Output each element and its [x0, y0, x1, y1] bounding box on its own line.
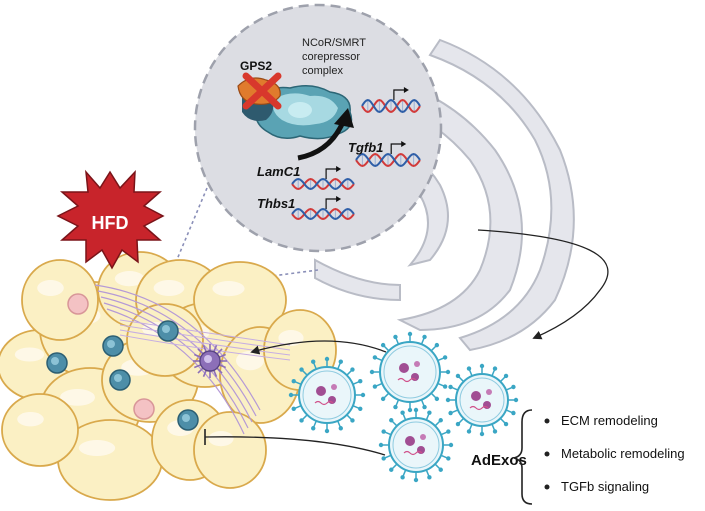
exosome-cluster — [288, 331, 519, 483]
macrophage-cell — [193, 344, 227, 378]
adipocyte-highlight — [114, 271, 145, 287]
effect-metabolic-remodeling: Metabolic remodeling — [561, 446, 685, 461]
adipocyte-cell — [21, 259, 99, 341]
effect-tgfb-signaling: TGFb signaling — [561, 479, 649, 494]
exosome-rna — [314, 400, 334, 406]
adipocyte-highlight — [37, 280, 64, 296]
exosome-rna — [403, 450, 423, 456]
ecm-fiber — [119, 334, 291, 361]
hfd-label: HFD — [92, 213, 129, 233]
dna-helix-tgfb1 — [355, 141, 421, 168]
adipocyte-highlight — [208, 431, 234, 447]
transcription-arrow-icon — [325, 168, 339, 179]
corepressor-complex — [242, 85, 353, 140]
secretion-arrow — [477, 229, 609, 340]
activation-arrow — [297, 120, 346, 161]
gene-label-thbs1: Thbs1 — [257, 196, 295, 211]
effect-ecm-remodeling: ECM remodeling — [561, 413, 658, 428]
ecm-fiber — [119, 324, 291, 351]
adipose-tissue — [0, 251, 337, 501]
hfd-starburst — [56, 169, 165, 270]
dna-helix-thbs1 — [291, 196, 355, 221]
ecm-fiber — [94, 284, 261, 411]
exosome-cargo — [471, 391, 481, 401]
exosome — [378, 407, 454, 483]
exosome — [445, 363, 519, 437]
transcription-arrow-icon — [390, 143, 404, 154]
adipocyte-highlight — [212, 281, 245, 297]
exosome-cargo — [486, 389, 492, 395]
exosome-cargo — [414, 361, 420, 367]
exosome-cargo — [399, 363, 409, 373]
dna-helix-upper — [361, 87, 421, 114]
effect-bullet-2 — [544, 451, 550, 457]
immune-cell-pink — [133, 398, 155, 420]
adexos-label: AdExos — [471, 452, 527, 469]
adipocyte-cell — [1, 393, 79, 467]
ecm-fiber — [119, 329, 291, 356]
ecm-fiber — [97, 290, 257, 417]
dna-helix-lamc1 — [291, 166, 355, 191]
complex-label-line1: NCoR/SMRT — [302, 37, 366, 49]
exosome — [288, 356, 366, 434]
adipocyte-highlight — [78, 440, 116, 456]
exosome-cargo — [405, 436, 415, 446]
adipocyte-highlight — [278, 330, 304, 346]
exosome-to-macrophage-arrow — [250, 340, 387, 355]
exosome-cargo — [331, 384, 337, 390]
ecm-fiber — [106, 308, 245, 435]
adipocyte-cell — [193, 411, 267, 489]
inhibition-line — [204, 436, 386, 456]
ecm-fiber — [119, 319, 291, 346]
activation-arrowhead-icon — [334, 108, 354, 128]
complex-label-line2: corepressor — [302, 51, 360, 63]
exosome-cargo — [420, 434, 426, 440]
effect-bullet-3 — [544, 484, 550, 490]
immune-cell-pink — [67, 293, 89, 315]
exosome-rna — [397, 377, 417, 383]
ecm-fiber — [100, 296, 253, 423]
adipocyte-highlight — [14, 347, 45, 362]
gps2-label: GPS2 — [240, 59, 272, 73]
complex-label-line3: complex — [302, 65, 343, 77]
exosome-cargo — [316, 386, 326, 396]
transcription-arrow-icon — [325, 198, 339, 209]
gene-label-lamc1: LamC1 — [257, 164, 300, 179]
dna-helices — [291, 87, 421, 221]
effects-brace — [513, 409, 533, 505]
exosome-rna — [469, 405, 489, 411]
transcription-arrow-icon — [393, 89, 406, 100]
ecm-fiber — [103, 302, 249, 429]
gene-label-tgfb1: Tgfb1 — [348, 140, 383, 155]
zoom-line-left — [159, 187, 208, 301]
adipocyte-highlight — [17, 412, 44, 427]
exosome — [369, 331, 451, 413]
adipocyte-highlight — [60, 389, 95, 406]
gps2-knockout-x-icon — [242, 72, 282, 110]
adipocyte-highlight — [153, 280, 185, 296]
effect-bullet-1 — [544, 418, 550, 424]
